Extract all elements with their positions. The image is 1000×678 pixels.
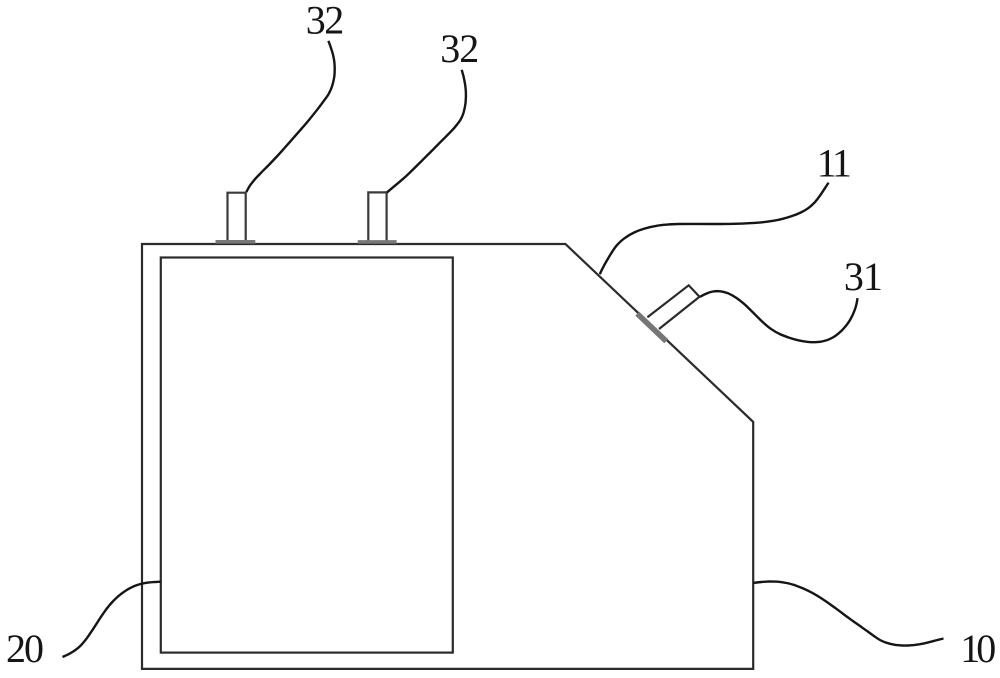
svg-text:31: 31 <box>844 254 882 299</box>
svg-text:11: 11 <box>817 140 850 185</box>
svg-text:32: 32 <box>440 26 478 71</box>
svg-text:20: 20 <box>6 626 43 671</box>
svg-text:32: 32 <box>306 0 343 42</box>
svg-text:10: 10 <box>960 626 995 671</box>
